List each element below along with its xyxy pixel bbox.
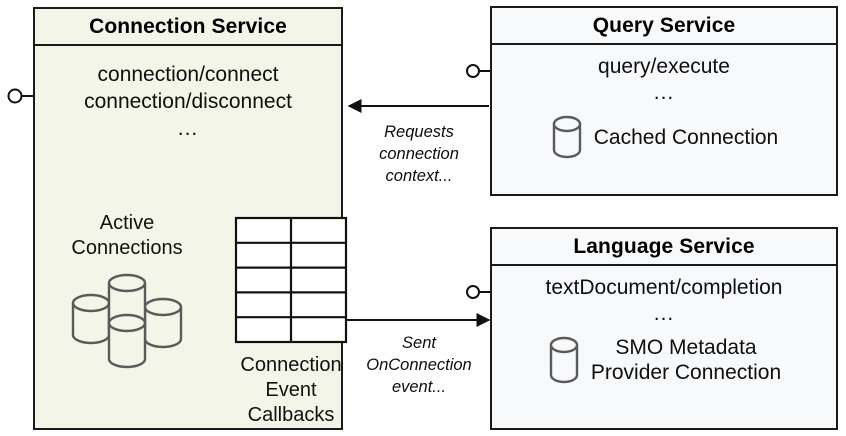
connection-event-callbacks-label: Connection Event Callbacks (205, 353, 377, 428)
connection-service-title: Connection Service (35, 9, 341, 46)
requests-label-line3: context... (385, 166, 453, 185)
language-service-body: textDocument/completion ... SMO Metadata… (492, 266, 836, 428)
database-cluster-icon (71, 273, 183, 369)
callbacks-label-line2: Event (265, 379, 317, 401)
query-service-component[interactable]: Query Service query/execute ... Cached C… (490, 6, 838, 196)
operation-textdocument-completion[interactable]: textDocument/completion (545, 276, 783, 299)
active-connections-label-line2: Connections (71, 237, 183, 259)
query-service-body: query/execute ... Cached Connection (492, 45, 836, 194)
query-service-operations: query/execute ... (492, 45, 836, 105)
cached-connection-label: Cached Connection (593, 125, 779, 149)
sent-label-line1: Sent (402, 334, 436, 352)
query-service-title: Query Service (492, 8, 836, 45)
operation-query-execute[interactable]: query/execute (598, 55, 730, 78)
active-connections-label-line1: Active (99, 212, 155, 234)
database-cylinder-icon (549, 337, 579, 384)
smo-label-line1: SMO Metadata (615, 336, 757, 360)
requests-label-line2: connection (379, 144, 459, 163)
sent-label-line3: event... (391, 377, 447, 396)
operation-connection-connect[interactable]: connection/connect (97, 63, 279, 86)
active-connections-group: Active Connections (43, 211, 211, 373)
connector-label-sent-onconnection-event: Sent OnConnection event... (344, 333, 494, 399)
connection-service-operations: connection/connect connection/disconnect… (35, 46, 341, 143)
database-cylinder-icon (552, 116, 581, 159)
connection-event-callbacks-group: Connection Event Callbacks (205, 216, 377, 428)
connector-label-requests-connection-context: Requests connection context... (344, 122, 494, 188)
language-service-operations: textDocument/completion ... (492, 266, 836, 326)
sent-label-line2: OnConnection (366, 355, 472, 374)
cached-connection-group: Cached Connection (492, 113, 836, 161)
callbacks-label-line1: Connection (240, 354, 342, 376)
callbacks-label-line3: Callbacks (247, 404, 335, 426)
operation-connection-disconnect[interactable]: connection/disconnect (84, 89, 292, 113)
smo-metadata-provider-group: SMO Metadata Provider Connection (492, 334, 836, 386)
connection-service-body: connection/connect connection/disconnect… (35, 46, 348, 428)
smo-label-line2: Provider Connection (590, 361, 782, 385)
active-connections-label: Active Connections (43, 211, 211, 261)
query-operations-ellipsis: ... (653, 80, 675, 104)
requests-label-line1: Requests (384, 123, 454, 141)
table-grid-icon (234, 216, 348, 344)
language-service-title: Language Service (492, 229, 836, 266)
connection-service-component[interactable]: Connection Service connection/connect co… (33, 7, 348, 430)
language-service-component[interactable]: Language Service textDocument/completion… (490, 227, 838, 430)
operations-ellipsis: ... (177, 116, 199, 140)
smo-metadata-provider-label: SMO Metadata Provider Connection (591, 335, 781, 385)
language-operations-ellipsis: ... (653, 301, 675, 325)
